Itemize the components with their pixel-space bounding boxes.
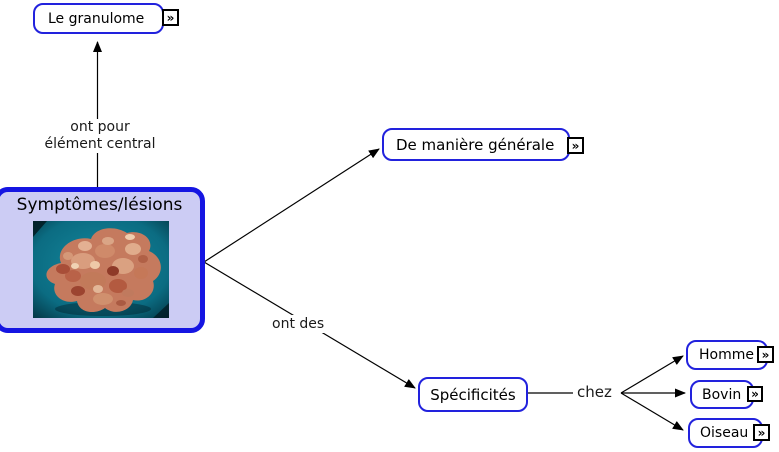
link-line-de-maniere <box>203 148 380 263</box>
node-label: Bovin <box>702 386 742 403</box>
concept-node-specificites[interactable]: Spécificités <box>418 377 528 412</box>
concept-node-le-granulome[interactable]: Le granulome <box>33 3 164 34</box>
concept-node-bovin[interactable]: Bovin <box>690 380 754 409</box>
concept-node-oiseau[interactable]: Oiseau <box>688 418 763 448</box>
link-line-chez-homme <box>620 355 684 394</box>
resource-link-icon[interactable]: » <box>162 9 179 26</box>
node-label: Le granulome <box>48 10 145 27</box>
linking-phrase-ont-des[interactable]: ont des <box>268 315 329 333</box>
concept-node-de-maniere-generale[interactable]: De manière générale <box>382 128 570 161</box>
concept-node-symptomes-lesions[interactable]: Symptômes/lésions <box>0 187 205 333</box>
linking-phrase-ont-pour-element-central[interactable]: ont pour élément central <box>28 119 172 153</box>
concept-node-homme[interactable]: Homme <box>686 340 768 370</box>
resource-link-icon[interactable]: » <box>747 386 763 402</box>
linking-phrase-line1: ont pour <box>70 119 130 135</box>
node-label: Symptômes/lésions <box>16 195 183 215</box>
node-label: Oiseau <box>700 425 749 441</box>
linking-phrase-chez[interactable]: chez <box>573 382 616 402</box>
node-label: Homme <box>699 347 754 363</box>
node-label: De manière générale <box>396 135 555 154</box>
resource-link-icon[interactable]: » <box>753 424 770 441</box>
granuloma-photo <box>33 221 169 318</box>
resource-link-icon[interactable]: » <box>757 346 774 363</box>
link-line-chez-oiseau <box>620 392 684 431</box>
node-label: Spécificités <box>430 385 516 404</box>
resource-link-icon[interactable]: » <box>567 137 584 154</box>
linking-phrase-line2: élément central <box>44 136 156 152</box>
